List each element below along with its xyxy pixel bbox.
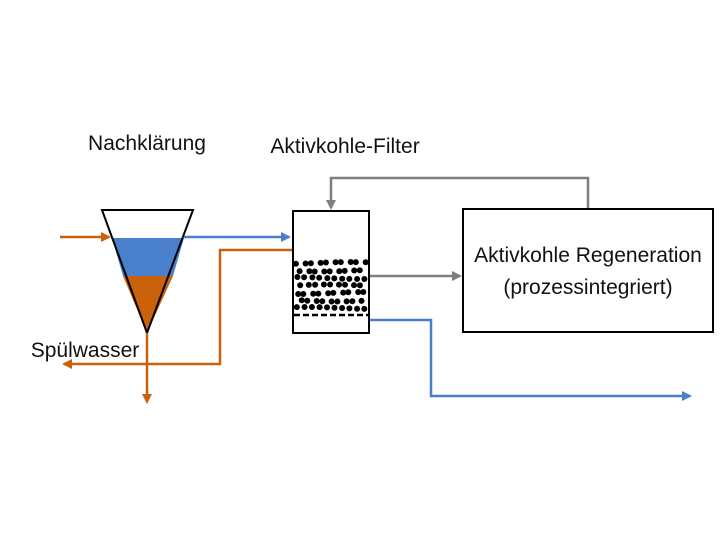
carbon-granule [361, 276, 368, 282]
carbon-granule [293, 304, 300, 311]
carbon-granule [345, 289, 352, 296]
carbon-granule [317, 259, 324, 266]
carbon-granule [356, 267, 363, 274]
carbon-granule [324, 275, 331, 282]
carbon-granule [292, 260, 299, 267]
filter-label: Aktivkohle-Filter [270, 135, 419, 158]
carbon-granule [331, 304, 338, 311]
carbon-granule [316, 274, 323, 281]
carbon-granule [301, 274, 308, 281]
carbon-granule [336, 268, 343, 275]
carbon-granule [305, 281, 312, 288]
carbon-granule [362, 259, 369, 266]
carbon-granule [331, 275, 338, 282]
carbon-granule [334, 298, 341, 305]
backwash-label: Spülwasser [31, 339, 140, 362]
carbon-granule [336, 281, 342, 288]
carbon-granule [343, 298, 350, 305]
carbon-granule [351, 282, 357, 289]
carbon-granule [312, 281, 319, 288]
regeneration-label-line2: (prozessintegriert) [503, 276, 672, 299]
carbon-granule [324, 304, 330, 311]
carbon-granule [301, 304, 308, 310]
clarifier-cone [100, 209, 195, 336]
activated-carbon-filter [292, 210, 370, 334]
carbon-granule [310, 290, 317, 297]
carbon-granule [304, 297, 311, 304]
carbon-granule [341, 267, 348, 274]
carbon-granule [326, 268, 333, 275]
carbon-granule [360, 289, 367, 295]
carbon-granule [319, 298, 326, 305]
effluent-arrow [370, 318, 692, 401]
carbon-granule [300, 291, 307, 297]
carbon-granule [328, 298, 335, 305]
carbon-bed [292, 259, 369, 312]
carbon-granule [308, 304, 315, 310]
carbon-granule [355, 289, 362, 296]
carbon-granule [361, 305, 368, 312]
carbon-granule [354, 276, 361, 282]
carbon-granule [340, 289, 347, 296]
carbon-granule [332, 259, 339, 266]
carbon-granule [352, 259, 359, 266]
carbon-granule [346, 305, 353, 312]
carbon-granule [298, 297, 305, 304]
clarifier-label: Nachklärung [88, 132, 206, 155]
carbon-granule [358, 297, 365, 304]
regeneration-label-line1: Aktivkohle Regeneration [474, 244, 702, 267]
carbon-granule [347, 259, 354, 265]
carbon-granule [313, 298, 320, 304]
carbon-granule [321, 268, 328, 275]
carbon-granule [316, 304, 323, 311]
carbon-granule [295, 291, 302, 297]
backwash-arrow [62, 248, 293, 369]
clarifier-sludge-zone [123, 276, 173, 333]
carbon-granule [315, 290, 322, 297]
carbon-granule [337, 259, 344, 266]
carbon-granule [339, 305, 346, 311]
carbon-granule [320, 281, 327, 288]
regeneration-unit: Aktivkohle Regeneration (prozessintegrie… [462, 208, 714, 333]
regeneration-box [462, 208, 714, 333]
carbon-granule [306, 268, 313, 275]
carbon-granule [309, 274, 316, 281]
carbon-granule [356, 282, 363, 289]
clarifier [100, 209, 195, 336]
carbon-granule [330, 289, 337, 296]
carbon-granule [311, 268, 318, 275]
carbon-granule [339, 275, 346, 282]
clarifier-water-zone [112, 238, 184, 276]
carbon-granule [342, 281, 348, 288]
carbon-granule [327, 281, 334, 288]
carbon-granule [325, 290, 332, 297]
regenerated-carbon-arrow [326, 176, 590, 210]
carbon-granule [349, 298, 356, 305]
carbon-granule [296, 268, 303, 275]
carbon-granule [307, 260, 314, 267]
carbon-granule [354, 305, 361, 312]
carbon-granule [297, 282, 304, 289]
carbon-granule [302, 260, 309, 267]
carbon-granule [351, 267, 358, 274]
carbon-granule [294, 274, 301, 280]
carbon-granule [322, 259, 329, 266]
carbon-granule [346, 275, 353, 282]
